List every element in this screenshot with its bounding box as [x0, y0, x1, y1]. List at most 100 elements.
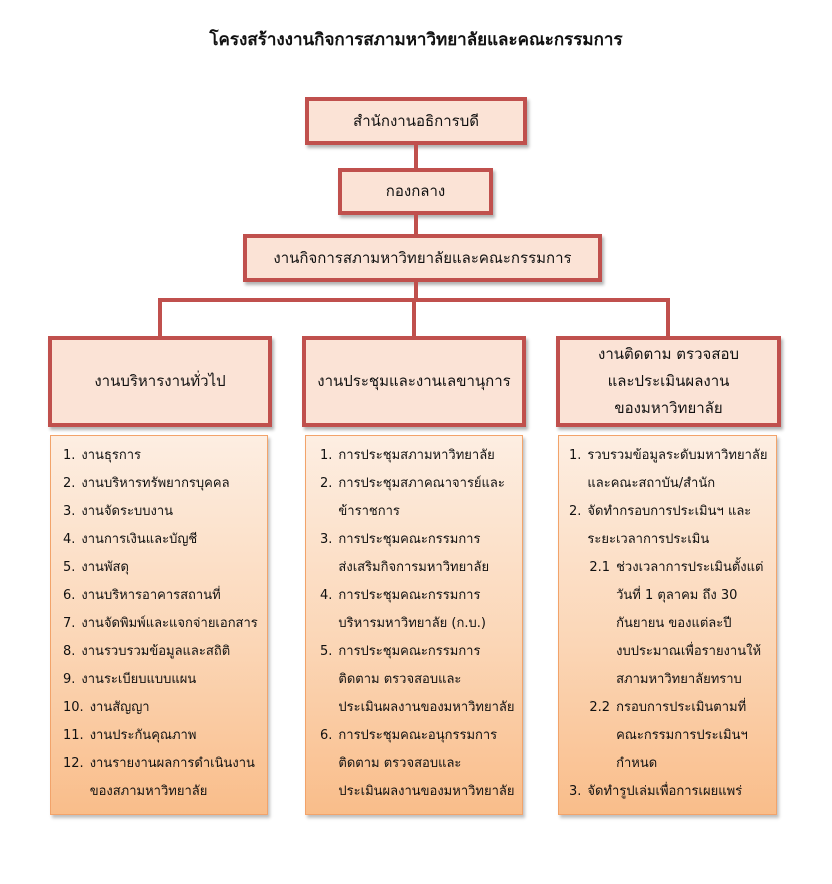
task-text-line: การประชุมสภาคณาจารย์และ — [338, 476, 505, 491]
task-item: 1. งานธุรการ — [63, 442, 267, 470]
task-text-line: จัดทำกรอบการประเมินฯ และ — [587, 504, 752, 519]
task-text-line: รวบรวมข้อมูลระดับมหาวิทยาลัย — [587, 448, 768, 463]
task-number: 1. — [320, 448, 333, 463]
task-text: จัดทำกรอบการประเมินฯ และระยะเวลาการประเม… — [587, 498, 763, 778]
task-number: 7. — [63, 616, 76, 631]
task-list-general-admin: 1. งานธุรการ 2. งานบริหารทรัพยากรบุคคล 3. งาน… — [50, 435, 268, 815]
task-number: 1. — [63, 448, 76, 463]
connector-line — [414, 215, 418, 234]
task-item: 3. งานจัดระบบงาน — [63, 498, 267, 526]
task-item: 8.งานรวบรวมข้อมูลและสถิติ — [63, 638, 267, 666]
task-number: 4. — [63, 532, 76, 547]
task-text-line: ส่งเสริมกิจการมหาวิทยาลัย — [338, 560, 490, 575]
task-item: 2.จัดทำกรอบการประเมินฯ และระยะเวลาการประ… — [569, 498, 776, 778]
task-number: 3. — [63, 504, 76, 519]
task-item: 3. จัดทำรูปเล่มเพื่อการเผยแพร่ — [569, 778, 776, 806]
task-text: งานประกันคุณภาพ — [90, 722, 197, 750]
task-text: งานระเบียบแบบแผน — [81, 666, 196, 694]
page-title: โครงสร้างงานกิจการสภามหาวิทยาลัยและคณะกร… — [209, 30, 623, 50]
task-number: 5. — [63, 560, 76, 575]
box-label: กองกลาง — [385, 182, 446, 200]
task-list-meetings-secretariat: 1. การประชุมสภามหาวิทยาลัย 2. การประชุมสภาค… — [305, 435, 523, 815]
task-text-line: งานประกันคุณภาพ — [89, 728, 197, 743]
task-text-line: ประเมินผลงานของมหาวิทยาลัย — [338, 700, 515, 715]
task-number: 10. — [63, 700, 84, 715]
task-text: งานบริหารทรัพยากรบุคคล — [81, 470, 229, 498]
task-number: 2. — [63, 476, 76, 491]
task-text-line: บริหารมหาวิทยาลัย (ก.บ.) — [338, 616, 486, 631]
task-item: 1. การประชุมสภามหาวิทยาลัย — [320, 442, 522, 470]
task-text-line: จัดทำรูปเล่มเพื่อการเผยแพร่ — [587, 784, 743, 799]
box-central-division: กองกลาง — [338, 168, 493, 215]
task-text-line: กันยายน ของแต่ละปี — [616, 616, 732, 631]
task-text: จัดทำรูปเล่มเพื่อการเผยแพร่ — [587, 778, 742, 806]
unit-label-line: ของมหาวิทยาลัย — [614, 399, 723, 417]
task-list-monitoring-evaluation: 1.รวบรวมข้อมูลระดับมหาวิทยาลัยและคณะสถาบ… — [558, 435, 777, 815]
task-text-line: งานจัดระบบงาน — [81, 504, 174, 519]
task-item: 11.งานประกันคุณภาพ — [63, 722, 267, 750]
task-text: การประชุมสภามหาวิทยาลัย — [338, 442, 494, 470]
task-item: 5.การประชุมคณะกรรมการติดตาม ตรวจสอบและปร… — [320, 638, 522, 722]
task-text: งานบริหารอาคารสถานที่ — [81, 582, 220, 610]
connector-line — [412, 298, 416, 336]
task-text-line: ประเมินผลงานของมหาวิทยาลัย — [338, 784, 515, 799]
task-number: 2. — [320, 476, 333, 491]
task-item: 7. งานจัดพิมพ์และแจกจ่ายเอกสาร — [63, 610, 267, 638]
task-text-line: วันที่ 1 ตุลาคม ถึง 30 — [616, 588, 738, 603]
task-number: 3. — [569, 784, 582, 799]
task-text-line: การประชุมสภามหาวิทยาลัย — [338, 448, 495, 463]
task-item: 4. การประชุมคณะกรรมการบริหารมหาวิทยาลัย (… — [320, 582, 522, 638]
unit-box-monitoring-evaluation: งานติดตาม ตรวจสอบ และประเมินผลงาน ของมหา… — [556, 336, 781, 427]
task-number: 2.2 — [589, 700, 611, 715]
task-number: 6. — [320, 728, 333, 743]
unit-label-line: งานติดตาม ตรวจสอบ — [598, 345, 739, 363]
task-text: งานรายงานผลการดำเนินงานของสภามหาวิทยาลัย — [90, 750, 255, 806]
task-item: 12.งานรายงานผลการดำเนินงานของสภามหาวิทยา… — [63, 750, 267, 806]
task-item: 1.รวบรวมข้อมูลระดับมหาวิทยาลัยและคณะสถาบ… — [569, 442, 776, 498]
task-text-line: งบประมาณเพื่อรายงานให้ — [616, 644, 762, 659]
subtask-item: 2.2 กรอบการประเมินตามที่คณะกรรมการประเมิน… — [589, 694, 763, 778]
box-label: งานกิจการสภามหาวิทยาลัยและคณะกรรมการ — [273, 248, 572, 267]
connector-line — [414, 145, 418, 168]
task-text-line: กรอบการประเมินตามที่ — [616, 700, 747, 715]
unit-label-line: และประเมินผลงาน — [607, 372, 730, 390]
task-text-line: งานสัญญา — [89, 700, 150, 715]
task-item: 6.งานบริหารอาคารสถานที่ — [63, 582, 267, 610]
task-text-line: และคณะสถาบัน/สำนัก — [587, 476, 716, 491]
task-text: การประชุมคณะกรรมการส่งเสริมกิจการมหาวิทย… — [338, 526, 489, 582]
task-text: งานรวบรวมข้อมูลและสถิติ — [81, 638, 230, 666]
task-text-line: คณะกรรมการประเมินฯ — [616, 728, 748, 743]
task-number: 4. — [320, 588, 333, 603]
task-text: ช่วงเวลาการประเมินตั้งแต่วันที่ 1 ตุลาคม… — [616, 554, 763, 694]
task-text-line: งานระเบียบแบบแผน — [81, 672, 197, 687]
task-text-line: กำหนด — [616, 756, 658, 771]
task-text: งานจัดระบบงาน — [81, 498, 173, 526]
task-text: งานจัดพิมพ์และแจกจ่ายเอกสาร — [81, 610, 257, 638]
task-item: 2. งานบริหารทรัพยากรบุคคล — [63, 470, 267, 498]
task-number: 2.1 — [589, 560, 611, 575]
task-text: งานพัสดุ — [81, 554, 128, 582]
task-item: 5. งานพัสดุ — [63, 554, 267, 582]
task-text-line: ข้าราชการ — [338, 504, 400, 519]
task-text: กรอบการประเมินตามที่คณะกรรมการประเมินฯกำ… — [616, 694, 748, 778]
task-text-line: ของสภามหาวิทยาลัย — [89, 784, 208, 799]
task-text: งานธุรการ — [81, 442, 141, 470]
task-text-line: การประชุมคณะกรรมการ — [338, 644, 481, 659]
subtask-item: 2.1 ช่วงเวลาการประเมินตั้งแต่วันที่ 1 ตุล… — [589, 554, 763, 694]
unit-label: งานบริหารงานทั่วไป — [94, 372, 226, 390]
task-text-line: งานรายงานผลการดำเนินงาน — [89, 756, 255, 771]
task-text-line: การประชุมคณะอนุกรรมการ — [338, 728, 498, 743]
connector-line — [414, 282, 418, 300]
task-text-line: ระยะเวลาการประเมิน — [587, 532, 710, 547]
task-item: 2. การประชุมสภาคณาจารย์และข้าราชการ — [320, 470, 522, 526]
task-text: การประชุมคณะกรรมการติดตาม ตรวจสอบและประเ… — [338, 638, 514, 722]
task-text-line: งานการเงินและบัญชี — [81, 532, 198, 547]
box-office-of-president: สำนักงานอธิการบดี — [305, 97, 527, 145]
task-text-line: งานบริหารอาคารสถานที่ — [81, 588, 221, 603]
task-text-line: การประชุมคณะกรรมการ — [338, 588, 481, 603]
box-council-affairs: งานกิจการสภามหาวิทยาลัยและคณะกรรมการ — [243, 234, 602, 282]
task-number: 9. — [63, 672, 76, 687]
task-text-line: งานรวบรวมข้อมูลและสถิติ — [81, 644, 231, 659]
task-text: รวบรวมข้อมูลระดับมหาวิทยาลัยและคณะสถาบัน… — [587, 442, 767, 498]
task-text-line: ช่วงเวลาการประเมินตั้งแต่ — [616, 560, 764, 575]
